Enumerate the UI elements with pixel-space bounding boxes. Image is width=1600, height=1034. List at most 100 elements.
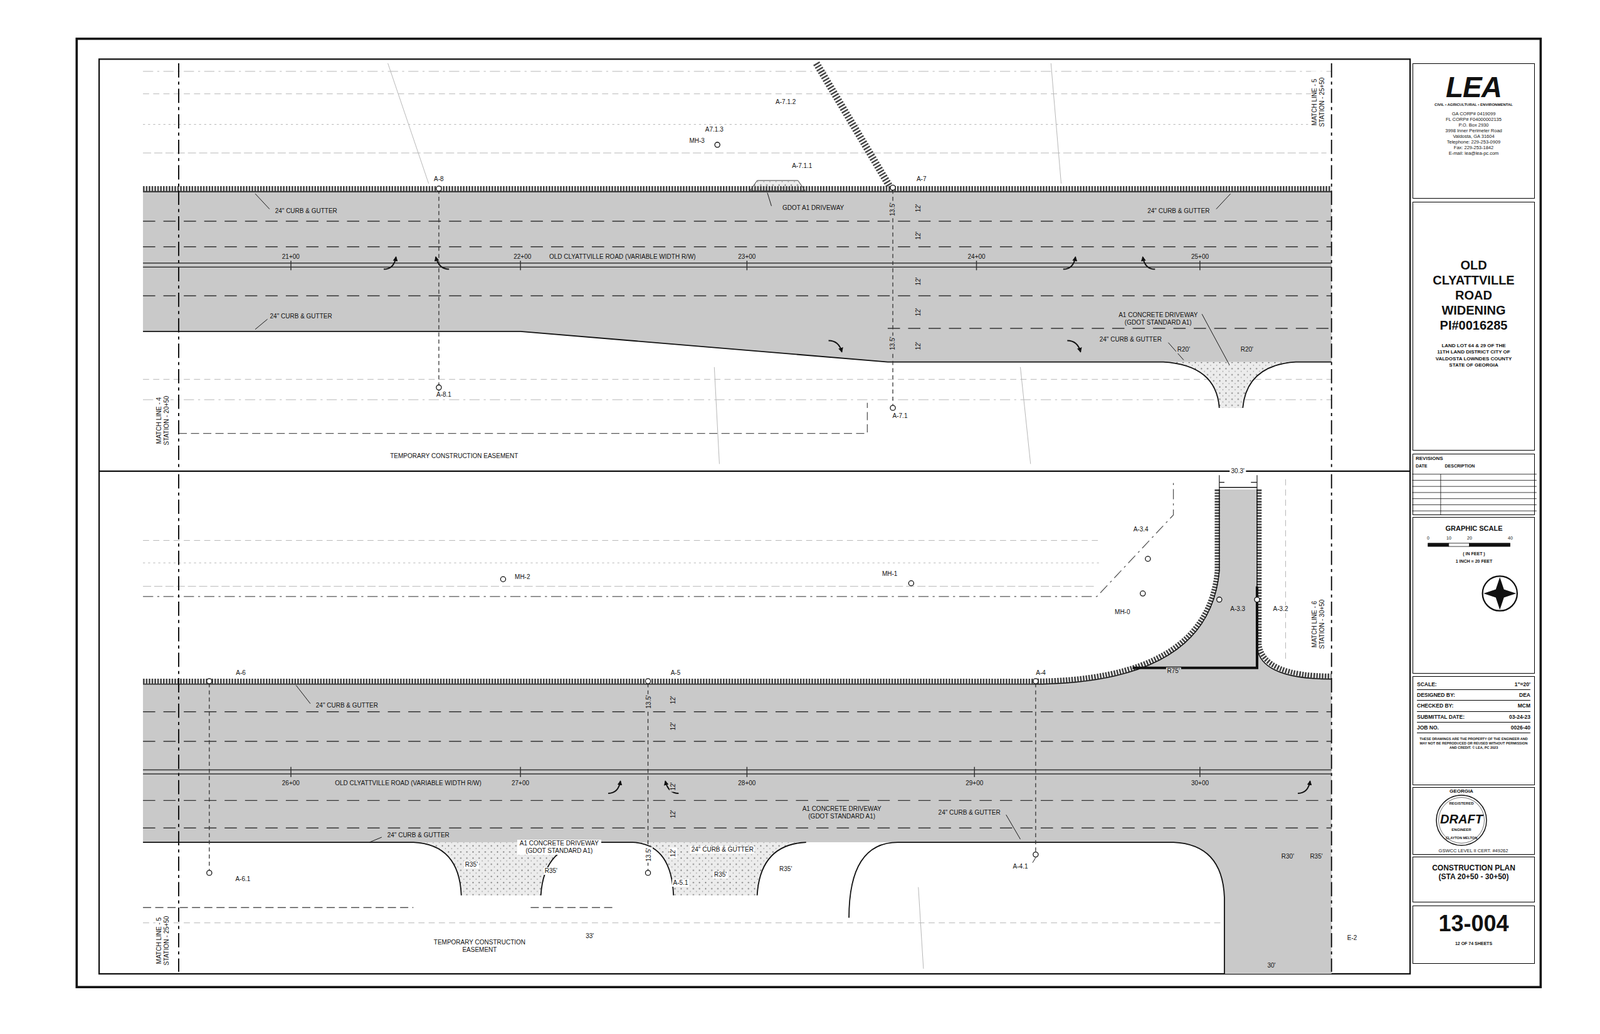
construction-note: 24" CURB & GUTTER xyxy=(1098,336,1164,344)
construction-note: A1 CONCRETE DRIVEWAY (GDOT STANDARD A1) xyxy=(1115,311,1200,327)
callout-label: A-7.1.1 xyxy=(790,162,814,170)
top-panel-background xyxy=(142,63,1332,464)
section-line xyxy=(438,189,893,411)
sheet-title: CONSTRUCTION PLAN (STA 20+50 - 30+50) xyxy=(1423,863,1525,883)
firm-detail: FL CORP# F04000002135 xyxy=(1415,116,1532,123)
dimension-label: R30' xyxy=(1280,853,1296,861)
seal-stamp: DRAFT xyxy=(1440,811,1483,827)
seal-text: GEORGIA xyxy=(1449,788,1474,795)
scale-number: 40 xyxy=(1507,536,1513,542)
construction-note: TEMPORARY CONSTRUCTION EASEMENT xyxy=(431,939,528,955)
callout-label: A-7 xyxy=(915,175,928,184)
match-line xyxy=(178,63,1332,468)
construction-note: GDOT A1 DRIVEWAY xyxy=(781,204,846,212)
curb-and-gutter xyxy=(142,188,1332,409)
concrete-driveway xyxy=(632,842,807,896)
road-end xyxy=(1219,487,1258,489)
field-name: DESIGNED BY: xyxy=(1416,692,1456,699)
construction-easement-line xyxy=(178,403,868,434)
callout-label: A-7.1.2 xyxy=(774,98,797,106)
field-row: SCALE:1"=20' xyxy=(1416,679,1531,691)
station-label: 21+00 xyxy=(280,253,301,261)
construction-note: 24" CURB & GUTTER xyxy=(690,846,755,854)
field-row: DESIGNED BY:DEA xyxy=(1416,690,1531,701)
callout-label: E-2 xyxy=(1346,934,1359,943)
dimension-label: 13.5' xyxy=(889,201,897,217)
callout-label: MH-1 xyxy=(880,570,899,579)
callout-label: A-7.1 xyxy=(891,412,910,421)
field-value: 0026-40 xyxy=(1510,724,1531,732)
dimension-label: R20' xyxy=(1239,346,1255,354)
match-line-label: MATCH LINE - 5 STATION - 25+50 xyxy=(1310,70,1327,133)
callout-label: MH-3 xyxy=(687,137,706,145)
callout-label: A-6 xyxy=(234,669,248,678)
panel-divider xyxy=(99,470,1411,473)
callout-label: A-4 xyxy=(1034,669,1048,678)
sheet-number: 13-004 xyxy=(1415,911,1532,937)
dimension-label: 13.5' xyxy=(645,694,653,710)
callout-label: A-6.1 xyxy=(233,875,252,884)
callout-label: MH-2 xyxy=(513,573,532,582)
drawing-frame xyxy=(99,58,1411,975)
road-surface xyxy=(142,489,1332,975)
callout-label: A-8 xyxy=(432,175,446,184)
sheet-border xyxy=(76,38,1541,988)
copyright-note: THESE DRAWINGS ARE THE PROPERTY OF THE E… xyxy=(1416,737,1531,751)
firm-detail: Telephone: 229-253-0909 xyxy=(1415,139,1532,145)
dimension-label: 33' xyxy=(584,932,595,941)
dimension-label: 12' xyxy=(914,276,923,288)
seal-text: CLAYTON MELTON xyxy=(1445,836,1478,841)
dimension-label: 13.5' xyxy=(889,336,897,352)
project-title: OLD CLYATTVILLE ROAD WIDENING PI#0016285 xyxy=(1421,257,1526,333)
firm-detail: GA CORP# 0419099 xyxy=(1415,110,1532,117)
seal-panel: GEORGIAREGISTEREDDRAFTENGINEERCLAYTON ME… xyxy=(1412,787,1535,856)
field-name: CHECKED BY: xyxy=(1416,702,1454,710)
station-label: 23+00 xyxy=(736,253,757,261)
seal-text: REGISTERED xyxy=(1448,801,1474,807)
island-outline xyxy=(1132,586,1258,669)
dimension-label: 12' xyxy=(914,230,923,241)
callout-label: A-5 xyxy=(669,669,683,678)
station-label: 25+00 xyxy=(1189,253,1211,261)
firm-detail: Fax: 229-253-1842 xyxy=(1415,144,1532,151)
field-row: JOB NO.0026-40 xyxy=(1416,722,1531,734)
lane-lines xyxy=(142,712,1332,829)
station-label: 22+00 xyxy=(512,253,533,261)
dimension-label: 12' xyxy=(669,781,678,792)
table-column: DESCRIPTION xyxy=(1445,463,1476,469)
right-of-way-line xyxy=(142,479,1174,597)
field-row: CHECKED BY: MCM xyxy=(1416,700,1531,712)
turn-arrow xyxy=(383,257,1155,352)
leader-line xyxy=(255,193,1231,366)
field-row: SUBMITTAL DATE:03-24-23 xyxy=(1416,712,1531,723)
project-location: LAND LOT 64 & 29 OF THE 11TH LAND DISTRI… xyxy=(1435,342,1513,370)
scale-number: 0 xyxy=(1426,536,1430,542)
sheet-count: 12 OF 74 SHEETS xyxy=(1415,941,1532,947)
section-line xyxy=(209,683,1036,873)
road-name: OLD CLYATTVILLE ROAD (VARIABLE WIDTH R/W… xyxy=(547,253,698,261)
construction-note: 24" CURB & GUTTER xyxy=(314,702,380,710)
scale-unit: ( IN FEET ) xyxy=(1462,551,1485,557)
callout-label: MH-0 xyxy=(1113,608,1132,617)
certification-number: GSWCC LEVEL II CERT. #49262 xyxy=(1438,848,1509,854)
station-label: 27+00 xyxy=(510,779,531,788)
sheet-number-panel: 13-004 12 OF 74 SHEETS xyxy=(1412,905,1535,965)
construction-note: A1 CONCRETE DRIVEWAY (GDOT STANDARD A1) xyxy=(517,840,602,856)
station-label: 30+00 xyxy=(1189,779,1211,788)
field-value: MCM xyxy=(1517,702,1531,710)
match-line xyxy=(178,474,1332,973)
firm-tagline: CIVIL • AGRICULTURAL • ENVIRONMENTAL xyxy=(1415,102,1532,108)
field-row: DATEDESCRIPTION xyxy=(1415,462,1532,471)
dimension-label: R35' xyxy=(712,871,728,879)
field-value: 03-24-23 xyxy=(1509,714,1531,721)
construction-note: 24" CURB & GUTTER xyxy=(937,809,1002,817)
road-surface xyxy=(142,190,1332,362)
callout-label: A-5.1 xyxy=(672,879,690,888)
construction-note: A1 CONCRETE DRIVEWAY (GDOT STANDARD A1) xyxy=(800,805,885,821)
callout-label: A-3.4 xyxy=(1132,526,1150,534)
construction-note: 24" CURB & GUTTER xyxy=(268,312,334,321)
dimension-label: 12' xyxy=(914,202,923,214)
section-marker xyxy=(436,142,896,411)
dimension-label: 30' xyxy=(1265,962,1277,970)
field-value: 1"=20' xyxy=(1514,681,1531,688)
